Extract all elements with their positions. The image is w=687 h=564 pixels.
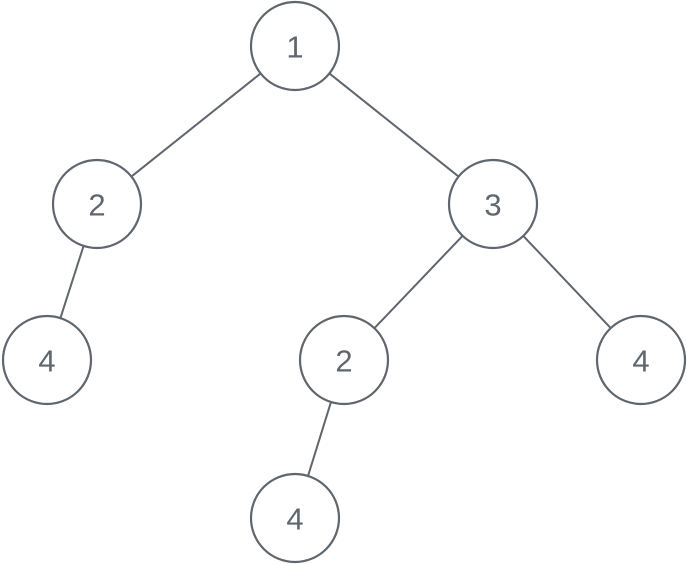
node-label-right-left: 2 [335, 344, 352, 379]
node-circle-root [249, 0, 341, 92]
tree-node-right-left: 2 [298, 314, 390, 406]
tree-node-left: 2 [51, 158, 143, 250]
edge-3-to-2 [373, 234, 464, 330]
node-label-left-left: 4 [38, 344, 55, 379]
node-circle-right-left-left [249, 472, 341, 564]
tree-node-right: 3 [447, 158, 539, 250]
edge-1-to-2 [130, 72, 262, 178]
tree-edges [59, 72, 612, 477]
edge-3-to-4 [522, 234, 612, 330]
edge-2-to-4 [59, 244, 85, 320]
node-circle-left [51, 158, 143, 250]
node-label-right: 3 [484, 188, 501, 223]
tree-node-right-left-left: 4 [249, 472, 341, 564]
node-circle-left-left [1, 314, 93, 406]
node-circle-right-left [298, 314, 390, 406]
tree-node-left-left: 4 [1, 314, 93, 406]
node-label-right-left-left: 4 [286, 502, 303, 537]
node-label-right-right: 4 [632, 344, 649, 379]
node-label-root: 1 [286, 30, 303, 65]
node-circle-right [447, 158, 539, 250]
node-circle-right-right [595, 314, 687, 406]
tree-node-root: 1 [249, 0, 341, 92]
edge-1-to-3 [328, 72, 460, 178]
edge-2-to-4-lower [307, 401, 332, 477]
node-label-left: 2 [88, 188, 105, 223]
tree-node-right-right: 4 [595, 314, 687, 406]
